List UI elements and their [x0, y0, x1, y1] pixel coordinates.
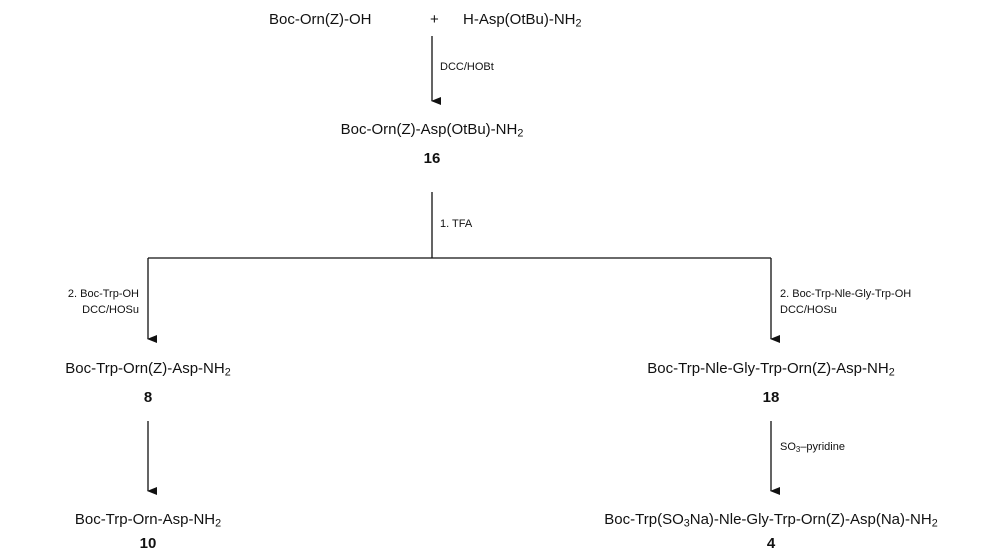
compound-label: Boc-Orn(Z)-Asp(OtBu)-NH [340, 121, 518, 138]
reagent-dcc-hosu-right: DCC/HOSu [780, 305, 837, 316]
compound-10-number: 10 [140, 536, 157, 550]
compound-number: 8 [143, 389, 153, 406]
reagent-boc-trp-oh: 2. Boc-Trp-OH [68, 289, 139, 300]
reagent-so3-pyridine: SO3–pyridine [780, 441, 845, 454]
compound-label: H-Asp(OtBu)-NH [463, 11, 576, 28]
reagent-label: DCC/HOBt [440, 61, 494, 73]
compound-label: Boc-Trp-Orn(Z)-Asp-NH [65, 360, 225, 377]
compound-8-number: 8 [144, 390, 152, 405]
compound-18-formula: Boc-Trp-Nle-Gly-Trp-Orn(Z)-Asp-NH2 [647, 360, 895, 379]
compound-label: Boc-Trp-Nle-Gly-Trp-Orn(Z)-Asp-NH [647, 360, 889, 377]
subscript: 3 [683, 517, 690, 530]
reagent-label: SO [780, 441, 796, 453]
compound-label: Boc-Trp-Orn-Asp-NH [74, 511, 216, 528]
compound-16-formula: Boc-Orn(Z)-Asp(OtBu)-NH2 [340, 121, 524, 140]
subscript: 2 [224, 366, 231, 379]
compound-8-formula: Boc-Trp-Orn(Z)-Asp-NH2 [65, 360, 231, 379]
reagent-tfa: 1. TFA [440, 219, 472, 230]
reagent-label: –pyridine [800, 441, 845, 453]
compound-18-number: 18 [763, 390, 780, 405]
compound-16-number: 16 [424, 151, 441, 166]
compound-label: Boc-Orn(Z)-OH [269, 11, 372, 28]
compound-label: Boc-Trp(SO [604, 511, 684, 528]
subscript: 2 [215, 517, 222, 530]
compound-boc-orn-z-oh: Boc-Orn(Z)-OH [269, 12, 372, 27]
plus-sign: + [430, 12, 439, 27]
compound-number: 4 [766, 535, 776, 550]
reagent-label: DCC/HOSu [780, 304, 837, 316]
subscript: 2 [575, 17, 582, 30]
subscript: 3 [795, 444, 801, 454]
reagent-boc-trp-nle-gly-trp-oh: 2. Boc-Trp-Nle-Gly-Trp-OH [780, 289, 911, 300]
reagent-label: 1. TFA [440, 218, 473, 230]
plus-symbol: + [430, 11, 439, 28]
reagent-dcc-hosu-left: DCC/HOSu [82, 305, 139, 316]
reagent-dcc-hobt: DCC/HOBt [440, 62, 494, 73]
compound-10-formula: Boc-Trp-Orn-Asp-NH2 [74, 511, 222, 530]
subscript: 2 [931, 517, 938, 530]
subscript: 2 [888, 366, 895, 379]
compound-label: Na)-Nle-Gly-Trp-Orn(Z)-Asp(Na)-NH [689, 511, 932, 528]
compound-4-formula: Boc-Trp(SO3Na)-Nle-Gly-Trp-Orn(Z)-Asp(Na… [604, 511, 938, 530]
compound-h-asp-otbu-nh2: H-Asp(OtBu)-NH2 [463, 11, 582, 30]
reagent-label: DCC/HOSu [82, 304, 139, 316]
compound-number: 18 [762, 389, 780, 406]
reagent-label: 2. Boc-Trp-Nle-Gly-Trp-OH [780, 288, 912, 300]
reagent-label: 2. Boc-Trp-OH [67, 288, 139, 300]
compound-number: 10 [139, 535, 157, 550]
compound-number: 16 [423, 150, 441, 167]
subscript: 2 [517, 127, 524, 140]
compound-4-number: 4 [767, 536, 775, 550]
